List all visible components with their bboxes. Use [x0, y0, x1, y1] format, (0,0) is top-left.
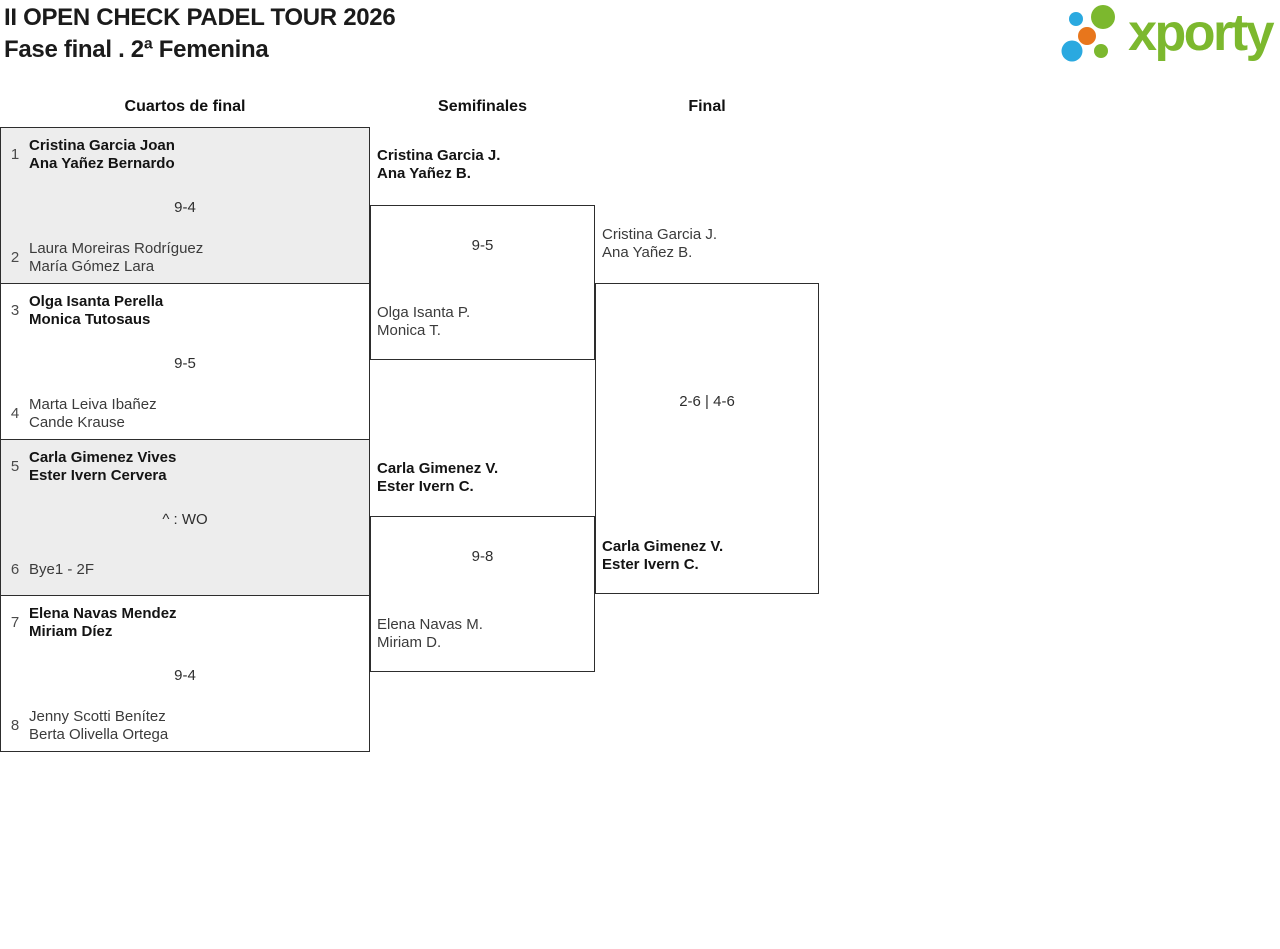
- qf1-team-top: Cristina Garcia Joan Ana Yañez Bernardo: [29, 137, 175, 173]
- final-match-box: [595, 283, 819, 594]
- qf2-team-bottom: Marta Leiva Ibañez Cande Krause: [29, 396, 157, 432]
- page-header: II OPEN CHECK PADEL TOUR 2026 Fase final…: [4, 2, 396, 66]
- player-line: Monica Tutosaus: [29, 311, 151, 328]
- player-line: Carla Gimenez V.: [602, 538, 724, 555]
- qf-match-4: 7 Elena Navas Mendez Miriam Díez 9-4 8 J…: [1, 595, 369, 751]
- seed-number: 7: [10, 614, 20, 631]
- player-line: Olga Isanta Perella: [29, 293, 164, 310]
- sf-match-2-box: [370, 516, 595, 672]
- seed-number: 1: [10, 146, 20, 163]
- player-line: Cristina Garcia J.: [377, 147, 501, 164]
- player-line: Ana Yañez B.: [602, 244, 693, 261]
- player-line: Marta Leiva Ibañez: [29, 396, 157, 413]
- player-line: Elena Navas M.: [377, 616, 483, 633]
- player-line: Miriam D.: [377, 634, 442, 651]
- player-line: Ana Yañez B.: [377, 165, 471, 182]
- seed-number: 4: [10, 405, 20, 422]
- sf2-score: 9-8: [471, 548, 494, 565]
- logo-dot-orange: [1078, 27, 1097, 45]
- player-line: Carla Gimenez V.: [377, 460, 499, 477]
- final-team-bottom-champion: Carla Gimenez V. Ester Ivern C.: [602, 538, 723, 574]
- seed-number: 8: [10, 717, 20, 734]
- qf-match-1: 1 Cristina Garcia Joan Ana Yañez Bernard…: [1, 128, 369, 283]
- player-line: Ester Ivern C.: [602, 556, 699, 573]
- sf1-score: 9-5: [471, 237, 494, 254]
- player-line: Ana Yañez Bernardo: [29, 155, 175, 172]
- seed-number: 6: [10, 561, 20, 578]
- player-line: Laura Moreiras Rodríguez: [29, 240, 204, 257]
- column-header-final: Final: [688, 98, 726, 115]
- qf-match-3: 5 Carla Gimenez Vives Ester Ivern Cerver…: [1, 439, 369, 595]
- sf2-team-top: Carla Gimenez V. Ester Ivern C.: [377, 460, 498, 496]
- player-line: Cande Krause: [29, 414, 125, 431]
- qf3-team-top: Carla Gimenez Vives Ester Ivern Cervera: [29, 449, 176, 485]
- quarterfinals-column: 1 Cristina Garcia Joan Ana Yañez Bernard…: [0, 127, 370, 752]
- qf2-team-top: Olga Isanta Perella Monica Tutosaus: [29, 293, 163, 329]
- player-line: Bye1 - 2F: [29, 561, 95, 578]
- player-line: Cristina Garcia J.: [602, 226, 718, 243]
- qf4-team-bottom: Jenny Scotti Benítez Berta Olivella Orte…: [29, 708, 168, 744]
- qf-match-2: 3 Olga Isanta Perella Monica Tutosaus 9-…: [1, 283, 369, 439]
- logo-dot-blue-small: [1069, 12, 1084, 26]
- match-score: 9-5: [174, 355, 196, 372]
- final-score: 2-6 | 4-6: [679, 393, 735, 410]
- seed-number: 2: [10, 249, 20, 266]
- qf3-team-bottom-bye: Bye1 - 2F: [29, 561, 94, 579]
- sf1-team-top: Cristina Garcia J. Ana Yañez B.: [377, 147, 500, 183]
- logo-dot-blue-large: [1061, 40, 1083, 62]
- xporty-dots-icon: [1061, 5, 1116, 62]
- player-line: María Gómez Lara: [29, 258, 155, 275]
- sf-match-1-box: [370, 205, 595, 360]
- player-line: Monica T.: [377, 322, 441, 339]
- player-line: Berta Olivella Ortega: [29, 726, 169, 743]
- phase-subtitle: Fase final . 2ª Femenina: [4, 36, 269, 63]
- logo-dot-green-large: [1091, 5, 1116, 29]
- seed-number: 3: [10, 302, 20, 319]
- match-score: 9-4: [174, 199, 196, 216]
- sf1-team-bottom: Olga Isanta P. Monica T.: [377, 304, 470, 340]
- column-header-quarterfinals: Cuartos de final: [124, 98, 246, 115]
- xporty-logo-text: xporty: [1128, 4, 1274, 62]
- sf2-team-bottom: Elena Navas M. Miriam D.: [377, 616, 483, 652]
- player-line: Olga Isanta P.: [377, 304, 471, 321]
- player-line: Cristina Garcia Joan: [29, 137, 175, 154]
- qf4-team-top: Elena Navas Mendez Miriam Díez: [29, 605, 177, 641]
- xporty-logo[interactable]: xporty: [1054, 3, 1274, 73]
- final-team-top: Cristina Garcia J. Ana Yañez B.: [602, 226, 717, 262]
- tournament-title: II OPEN CHECK PADEL TOUR 2026: [4, 4, 396, 31]
- seed-number: 5: [10, 458, 20, 475]
- player-line: Miriam Díez: [29, 623, 113, 640]
- logo-dot-green-small: [1094, 44, 1109, 58]
- player-line: Elena Navas Mendez: [29, 605, 177, 622]
- player-line: Jenny Scotti Benítez: [29, 708, 166, 725]
- match-score: 9-4: [174, 667, 196, 684]
- player-line: Ester Ivern C.: [377, 478, 474, 495]
- player-line: Ester Ivern Cervera: [29, 467, 167, 484]
- column-header-semifinals: Semifinales: [438, 98, 527, 115]
- match-score: ^ : WO: [162, 511, 208, 528]
- player-line: Carla Gimenez Vives: [29, 449, 177, 466]
- qf1-team-bottom: Laura Moreiras Rodríguez María Gómez Lar…: [29, 240, 203, 276]
